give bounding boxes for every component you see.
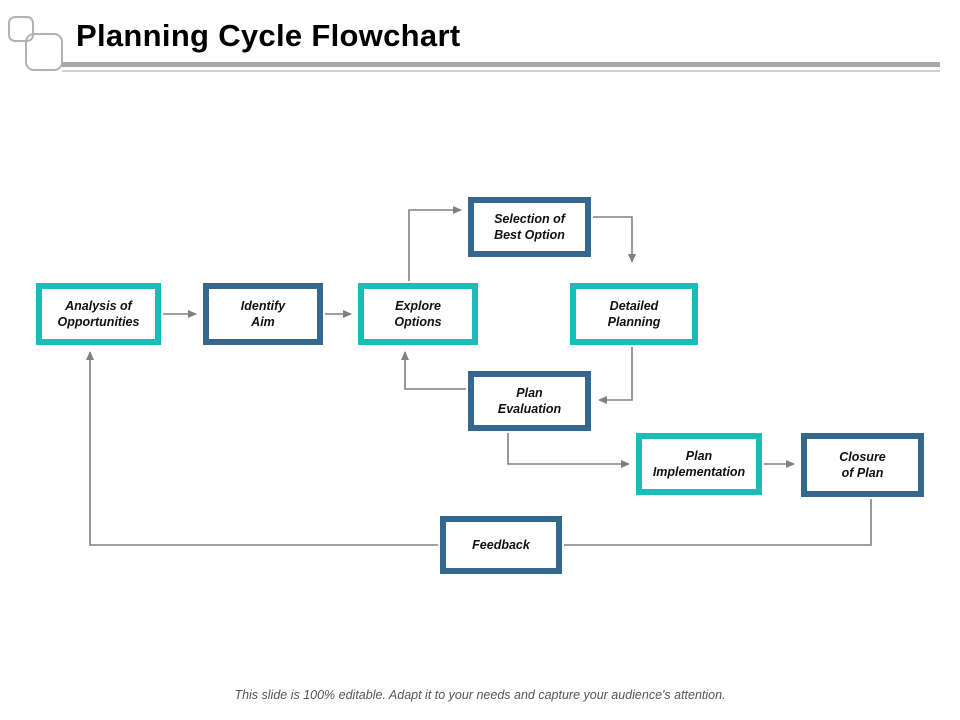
slide-header: Planning Cycle Flowchart (0, 0, 960, 80)
edge-evaluation-explore (401, 351, 466, 390)
edge-explore-selection (408, 206, 462, 281)
edge-evaluation-implementation (507, 433, 630, 468)
logo-square-small (8, 16, 34, 42)
edge-selection-detailed (593, 216, 636, 263)
edge-detailed-evaluation (598, 347, 633, 404)
edge-feedback-analysis (86, 351, 438, 546)
editable-slide-note: This slide is 100% editable. Adapt it to… (234, 688, 726, 702)
node-plan-implementation[interactable]: Plan Implementation (636, 433, 762, 495)
node-selection-of-best-option[interactable]: Selection of Best Option (468, 197, 591, 257)
logo-square-large (25, 33, 63, 71)
header-rule-thick (62, 62, 940, 67)
node-feedback[interactable]: Feedback (440, 516, 562, 574)
node-closure-of-plan[interactable]: Closure of Plan (801, 433, 924, 497)
node-detailed-planning[interactable]: Detailed Planning (570, 283, 698, 345)
node-analysis-of-opportunities[interactable]: Analysis of Opportunities (36, 283, 161, 345)
edge-closure-feedback (564, 499, 872, 546)
node-plan-evaluation[interactable]: Plan Evaluation (468, 371, 591, 431)
overlapping-rounded-squares-icon (8, 16, 63, 72)
node-identify-aim[interactable]: Identify Aim (203, 283, 323, 345)
page-title: Planning Cycle Flowchart (76, 18, 461, 53)
header-rule-thin (62, 70, 940, 72)
node-explore-options[interactable]: Explore Options (358, 283, 478, 345)
